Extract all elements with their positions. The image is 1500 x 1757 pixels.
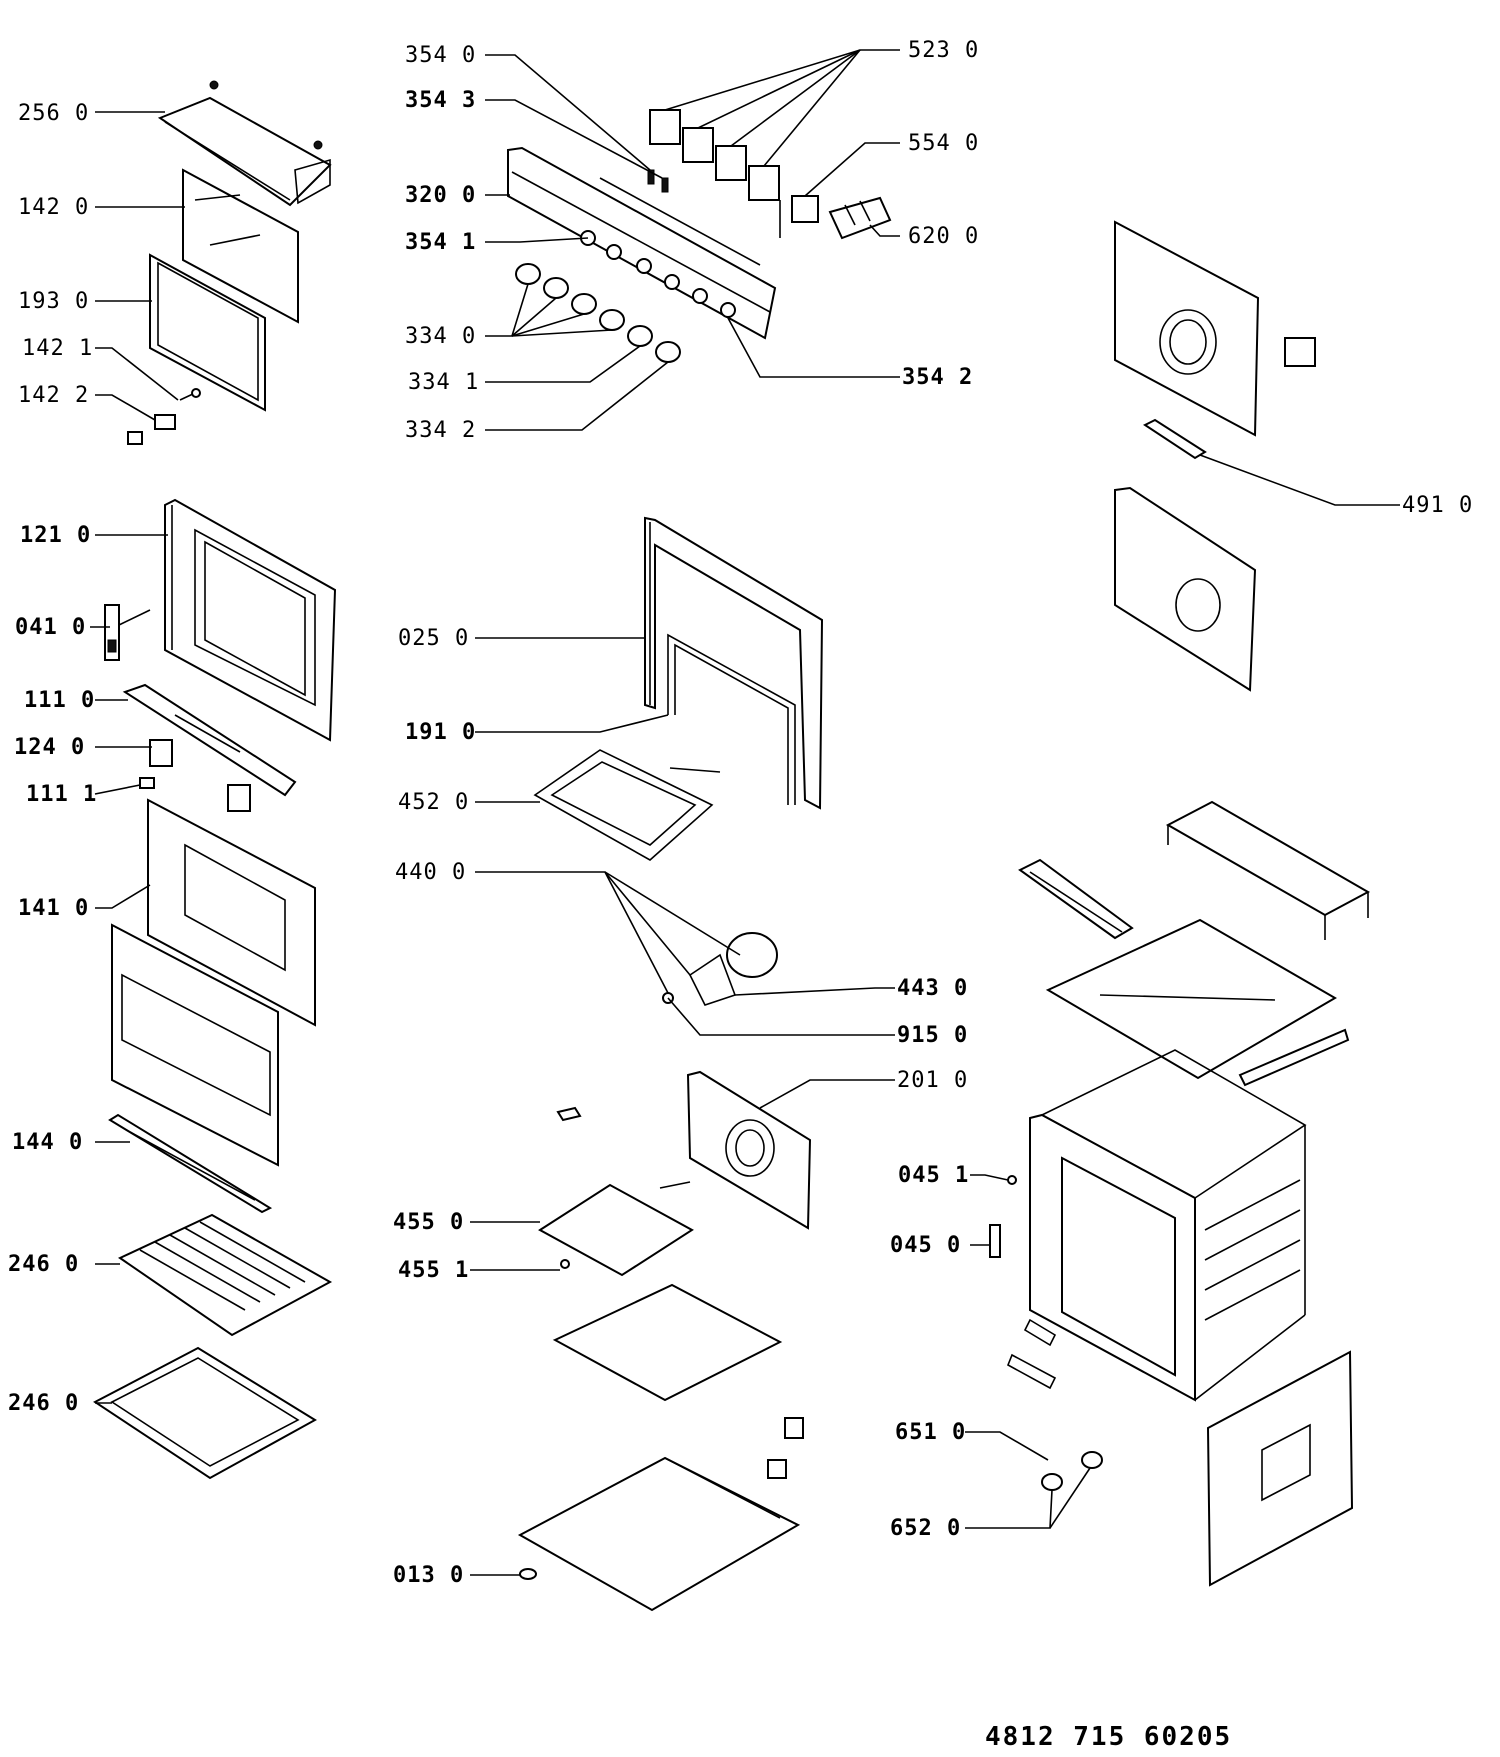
part-bottom-plate — [552, 1283, 783, 1402]
callout-354-3: 354 3 — [405, 88, 476, 113]
part-lower-element — [538, 1181, 694, 1277]
callout-443-0: 443 0 — [897, 976, 968, 1001]
part-side-rail — [1238, 1028, 1350, 1087]
part-rear-service-panel — [1206, 1350, 1354, 1587]
callout-354-1: 354 1 — [405, 230, 476, 255]
callout-455-1: 455 1 — [398, 1258, 469, 1283]
part-control-panel — [507, 146, 777, 340]
callout-193-0: 193 0 — [18, 289, 89, 314]
part-door-catch — [989, 1224, 1001, 1258]
callout-246-0a: 246 0 — [8, 1252, 79, 1277]
document-number: 4812 715 60205 — [985, 1722, 1232, 1752]
callout-334-0: 334 0 — [405, 324, 476, 349]
callout-652-0: 652 0 — [890, 1516, 961, 1541]
part-thermostat — [779, 195, 819, 238]
part-grill-element — [533, 749, 721, 861]
callout-440-0: 440 0 — [395, 860, 466, 885]
part-wire-shelf — [117, 1213, 333, 1337]
callout-121-0: 121 0 — [20, 523, 91, 548]
callout-111-0: 111 0 — [24, 688, 95, 713]
part-cavity-screw — [1007, 1175, 1017, 1185]
callout-246-0b: 246 0 — [8, 1391, 79, 1416]
part-indicator-lamps — [647, 169, 669, 193]
part-oven-cavity — [1029, 1049, 1307, 1402]
part-cooling-fan — [1284, 337, 1316, 367]
callout-915-0: 915 0 — [897, 1023, 968, 1048]
callout-455-0: 455 0 — [393, 1210, 464, 1235]
part-hinge-receivers — [1006, 1318, 1057, 1390]
callout-191-0: 191 0 — [405, 720, 476, 745]
callout-452-0: 452 0 — [398, 790, 469, 815]
callout-045-1: 045 1 — [898, 1163, 969, 1188]
callout-141-0: 141 0 — [18, 896, 89, 921]
part-middle-glass — [111, 923, 279, 1167]
callout-554-0: 554 0 — [908, 131, 979, 156]
part-small-bracket — [556, 1106, 582, 1122]
callout-111-1: 111 1 — [26, 782, 97, 807]
part-handle-clip — [139, 777, 155, 789]
part-oven-lamp — [1041, 1451, 1103, 1491]
callout-025-0: 025 0 — [398, 626, 469, 651]
callout-045-0: 045 0 — [890, 1233, 961, 1258]
part-top-frame — [1045, 918, 1337, 1080]
part-top-cover — [1165, 800, 1371, 940]
part-baking-tray — [93, 1346, 317, 1480]
part-control-knobs — [515, 263, 681, 363]
callout-620-0: 620 0 — [908, 224, 979, 249]
callout-491-0: 491 0 — [1402, 493, 1473, 518]
part-cable-clamp — [767, 1417, 804, 1479]
part-inner-glass — [182, 168, 299, 324]
part-handle-end-cap — [149, 739, 251, 812]
part-base-panel — [517, 1456, 801, 1612]
callout-124-0: 124 0 — [14, 735, 85, 760]
callout-142-2: 142 2 — [18, 383, 89, 408]
part-vent-grille — [1018, 858, 1134, 940]
part-side-bracket — [1114, 486, 1257, 692]
part-rear-panel-with-fan — [1114, 220, 1260, 437]
part-door-seal-frame — [149, 253, 266, 412]
callout-201-0: 201 0 — [897, 1068, 968, 1093]
part-glass-clip — [127, 414, 176, 445]
part-element-bracket — [560, 1259, 570, 1269]
callout-354-2: 354 2 — [902, 365, 973, 390]
part-oven-gasket — [667, 633, 796, 805]
callout-041-0: 041 0 — [15, 615, 86, 640]
part-fan-cover — [686, 1070, 812, 1230]
callout-142-1: 142 1 — [22, 336, 93, 361]
part-door-hinge — [104, 604, 151, 661]
callout-334-1: 334 1 — [408, 370, 479, 395]
leader-lines — [90, 49, 1400, 1576]
callout-320-0: 320 0 — [405, 183, 476, 208]
part-outer-glass — [147, 798, 316, 1027]
callout-144-0: 144 0 — [12, 1130, 83, 1155]
callout-334-2: 334 2 — [405, 418, 476, 443]
part-small-screw — [179, 388, 201, 401]
part-rotary-switches — [649, 109, 780, 201]
part-door-bottom-trim — [108, 1113, 273, 1214]
part-oven-cavity-panel — [644, 516, 824, 810]
part-outer-door-frame — [164, 498, 337, 742]
part-terminal-block — [828, 196, 892, 240]
callout-256-0: 256 0 — [18, 101, 89, 126]
part-top-trim — [157, 80, 332, 207]
callout-354-0: 354 0 — [405, 43, 476, 68]
callout-651-0: 651 0 — [895, 1420, 966, 1445]
callout-142-0: 142 0 — [18, 195, 89, 220]
part-door-handle — [122, 683, 297, 797]
callout-013-0: 013 0 — [393, 1563, 464, 1588]
callout-523-0: 523 0 — [908, 38, 979, 63]
part-heater-strip — [1143, 418, 1207, 460]
